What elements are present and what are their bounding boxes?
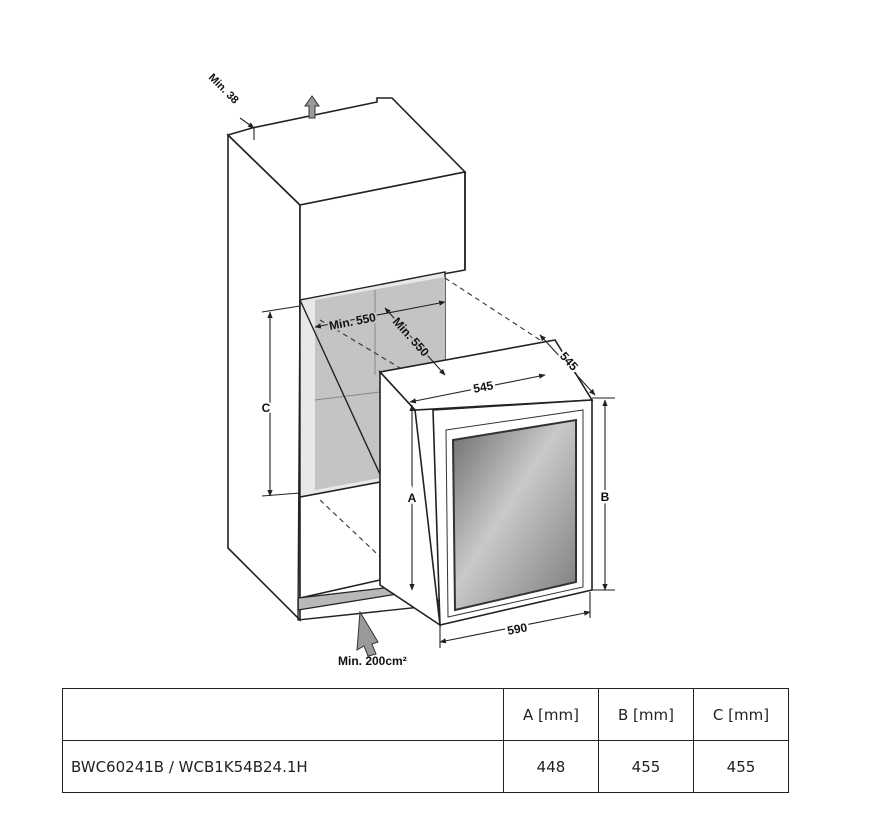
vent-min-label: Min. 200cm² (338, 654, 407, 668)
appliance-width-top-label: 545 (472, 378, 495, 396)
table-header-cell: B [mm] (598, 688, 694, 741)
table-cell: 448 (503, 740, 599, 793)
appliance-width-bottom-label: 590 (506, 620, 529, 638)
table-header-row: A [mm] B [mm] C [mm] (62, 688, 789, 741)
dimensions-table: A [mm] B [mm] C [mm] BWC60241B / WCB1K54… (62, 688, 789, 793)
installation-diagram: Min. 38 C Min. 550 Min. 550 545 545 A B … (206, 72, 615, 668)
table-header-cell: A [mm] (503, 688, 599, 741)
dim-b-label: B (601, 490, 610, 504)
dim-c-label: C (262, 401, 271, 415)
vent-inlet-arrow-icon (356, 610, 379, 657)
vent-up-arrow-icon (304, 95, 320, 119)
dim-a-label: A (408, 491, 417, 505)
table-cell: 455 (598, 740, 694, 793)
table-header-cell (62, 688, 504, 741)
table-header-cell: C [mm] (693, 688, 789, 741)
tall-cabinet (226, 97, 467, 622)
min-top-gap-label: Min. 38 (206, 72, 241, 107)
table-cell: 455 (693, 740, 789, 793)
table-cell-model: BWC60241B / WCB1K54B24.1H (62, 740, 504, 793)
dimension-lines (239, 117, 615, 648)
table-row: BWC60241B / WCB1K54B24.1H 448 455 455 (62, 740, 789, 793)
